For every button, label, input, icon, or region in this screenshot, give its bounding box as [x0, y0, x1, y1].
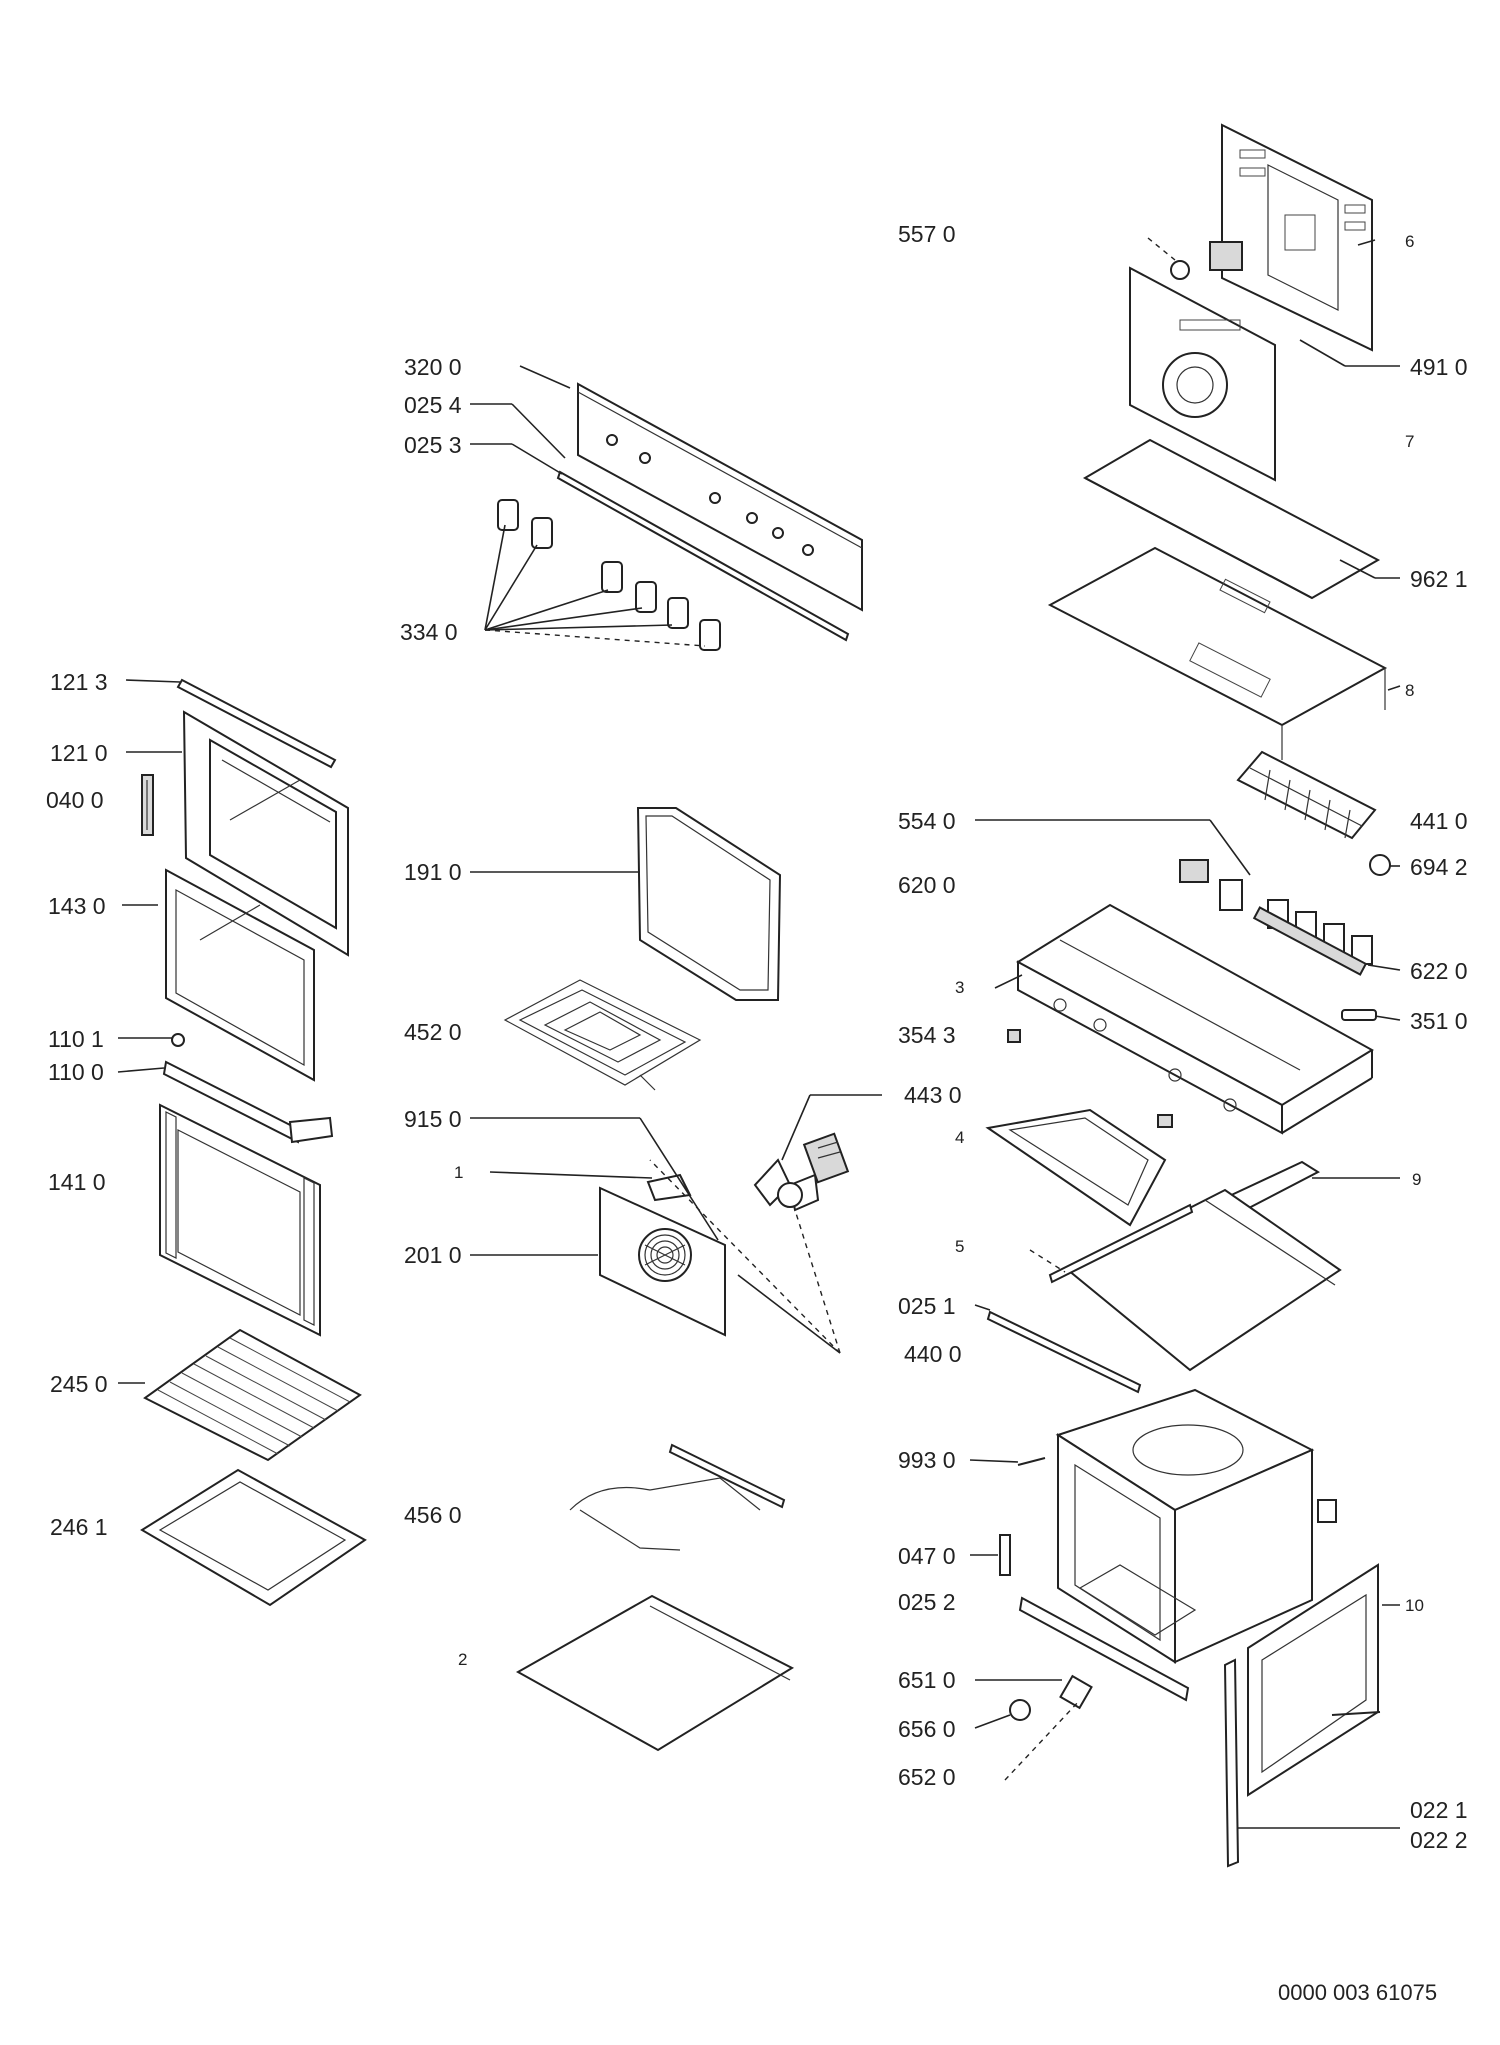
label-694-2: 694 2	[1410, 854, 1468, 880]
label-143-0: 143 0	[48, 893, 106, 919]
label-334-0: 334 0	[400, 619, 458, 645]
thermostat-554-0	[1179, 859, 1243, 911]
label-025-1: 025 1	[898, 1293, 956, 1319]
fan-motor-443-0	[753, 1132, 850, 1212]
fuse-694-2	[1369, 854, 1391, 876]
label-491-0: 491 0	[1410, 354, 1468, 380]
label-656-0: 656 0	[898, 1716, 956, 1742]
oven-cavity	[1055, 1388, 1337, 1664]
terminal-block-491-0	[1170, 241, 1243, 280]
label-651-0: 651 0	[898, 1667, 956, 1693]
inner-door-panel-141-0	[159, 1103, 321, 1337]
label-7: 7	[1405, 432, 1414, 451]
screw-354-3	[1007, 1029, 1021, 1043]
label-915-0: 915 0	[404, 1106, 462, 1132]
wire-shelf-245-0	[143, 1328, 362, 1462]
lamp-socket-651-0	[1059, 1674, 1093, 1710]
label-354-3: 354 3	[898, 1022, 956, 1048]
label-443-0: 443 0	[904, 1082, 962, 1108]
label-141-0: 141 0	[48, 1169, 106, 1195]
label-4: 4	[955, 1128, 964, 1147]
label-022-2: 022 2	[1410, 1827, 1468, 1853]
control-knobs-334-0	[497, 499, 721, 651]
bottom-plate-2	[515, 1594, 795, 1752]
label-121-3: 121 3	[50, 669, 108, 695]
label-245-0: 245 0	[50, 1371, 108, 1397]
door-glass-143-0	[165, 868, 315, 1082]
rear-panel-6	[1221, 123, 1373, 352]
wire-rack-456-0	[569, 1443, 786, 1551]
door-hinge-040-0	[141, 774, 154, 836]
label-025-4: 025 4	[404, 392, 462, 418]
door-bar-110-0	[162, 1060, 334, 1144]
label-456-0: 456 0	[404, 1502, 462, 1528]
front-frame-10	[1247, 1563, 1381, 1797]
label-025-3: 025 3	[404, 432, 462, 458]
label-2: 2	[458, 1650, 467, 1669]
label-320-0: 320 0	[404, 354, 462, 380]
label-025-2: 025 2	[898, 1589, 956, 1615]
top-cover-plate-8	[1047, 546, 1388, 760]
label-452-0: 452 0	[404, 1019, 462, 1045]
label-10: 10	[1405, 1596, 1424, 1615]
label-441-0: 441 0	[1410, 808, 1468, 834]
label-6: 6	[1405, 232, 1414, 251]
label-620-0: 620 0	[898, 872, 956, 898]
rear-fan-cover-201-0	[599, 1186, 726, 1337]
outer-door-frame-121-0	[182, 710, 349, 957]
label-554-0: 554 0	[898, 808, 956, 834]
label-022-1: 022 1	[1410, 1797, 1468, 1823]
label-652-0: 652 0	[898, 1764, 956, 1790]
label-3: 3	[955, 978, 964, 997]
label-121-0: 121 0	[50, 740, 108, 766]
baking-tray-246-1	[140, 1468, 367, 1607]
screw-993-0	[1017, 1457, 1046, 1466]
tangential-fan-441-0	[1236, 750, 1377, 840]
label-5: 5	[955, 1237, 964, 1256]
front-strip-025-2	[1018, 1596, 1190, 1702]
label-9: 9	[1412, 1170, 1421, 1189]
label-110-0: 110 0	[48, 1059, 104, 1085]
label-191-0: 191 0	[404, 859, 462, 885]
grill-element-452-0	[503, 979, 702, 1091]
selector-switches-622-0	[1252, 899, 1373, 976]
bracket-4	[985, 1108, 1167, 1227]
leader-lines	[117, 237, 1401, 1829]
lamp-glass-656-0	[1009, 1699, 1031, 1721]
screw-upper-4	[1157, 1114, 1173, 1128]
top-plate-3	[1016, 903, 1374, 1135]
timer-module-7	[1129, 266, 1276, 482]
door-catch-047-0	[999, 1534, 1011, 1576]
label-440-0: 440 0	[904, 1341, 962, 1367]
rail-025-1	[986, 1310, 1142, 1394]
label-047-0: 047 0	[898, 1543, 956, 1569]
label-040-0: 040 0	[46, 787, 104, 813]
heat-strip-962-1	[1082, 438, 1381, 600]
part-labels: 557 0 320 0 025 4 025 3 334 0 121 3 121 …	[46, 221, 1468, 1853]
glass-clip-110-1	[171, 1033, 185, 1047]
panel-rail-025-3	[556, 470, 850, 642]
label-351-0: 351 0	[1410, 1008, 1468, 1034]
oven-gasket-191-0	[636, 807, 782, 1001]
side-strip-022	[1223, 1658, 1240, 1868]
control-panel-320-0	[577, 382, 863, 612]
label-1: 1	[454, 1163, 463, 1182]
label-993-0: 993 0	[898, 1447, 956, 1473]
label-246-1: 246 1	[50, 1514, 108, 1540]
lamp-351-0	[1341, 1009, 1377, 1021]
bottom-plate-5	[1048, 1188, 1342, 1372]
drawing-number: 0000 003 61075	[1278, 1980, 1437, 2005]
label-201-0: 201 0	[404, 1242, 462, 1268]
label-622-0: 622 0	[1410, 958, 1468, 984]
label-110-1: 110 1	[48, 1026, 104, 1052]
label-962-1: 962 1	[1410, 566, 1468, 592]
door-strip-121-3	[176, 678, 337, 769]
label-8: 8	[1405, 681, 1414, 700]
label-557-0: 557 0	[898, 221, 956, 247]
